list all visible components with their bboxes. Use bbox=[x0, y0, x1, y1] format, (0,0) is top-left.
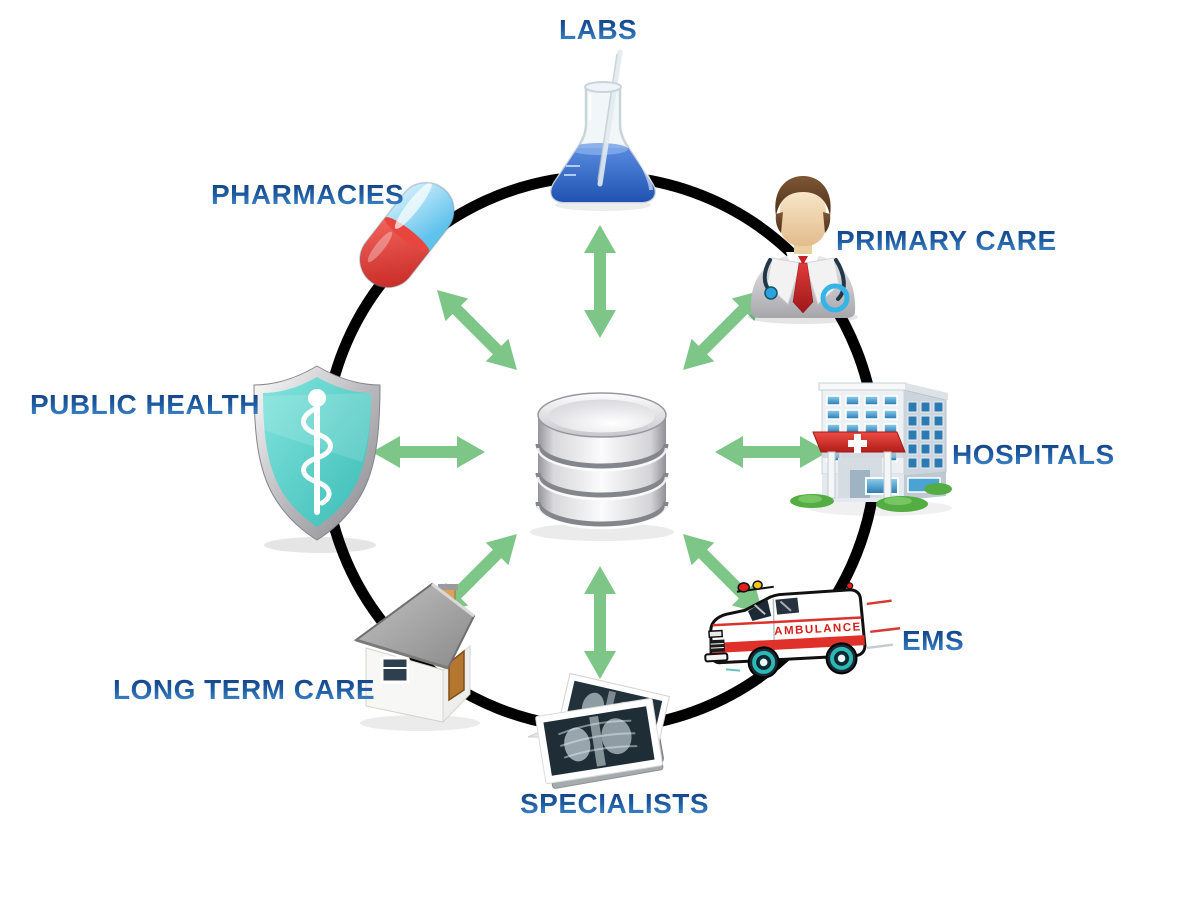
house-icon bbox=[353, 582, 480, 731]
bidirectional-arrow-east bbox=[715, 436, 828, 468]
label-pharmacies: PHARMACIES bbox=[211, 179, 405, 210]
label-labs: LABS bbox=[559, 14, 638, 45]
ambulance-icon: AMBULANCE bbox=[704, 580, 901, 679]
flask-icon bbox=[550, 49, 656, 211]
database-icon bbox=[530, 392, 674, 541]
label-hospitals: HOSPITALS bbox=[952, 439, 1115, 470]
ambulance-text: AMBULANCE bbox=[774, 621, 862, 638]
label-public-health: PUBLIC HEALTH bbox=[30, 389, 260, 420]
bidirectional-arrow-west bbox=[372, 436, 485, 468]
shield-caduceus-icon bbox=[253, 365, 381, 553]
bidirectional-arrow-northwest bbox=[425, 278, 529, 382]
label-ems: EMS bbox=[902, 625, 965, 656]
label-specialists: SPECIALISTS bbox=[520, 788, 710, 819]
xray-films-icon bbox=[527, 672, 671, 789]
label-primary-care: PRIMARY CARE bbox=[836, 225, 1057, 256]
bidirectional-arrow-south bbox=[584, 566, 616, 679]
hospital-building-icon bbox=[790, 382, 952, 516]
doctor-icon bbox=[748, 176, 858, 324]
label-long-term-care: LONG TERM CARE bbox=[113, 674, 376, 705]
pill-capsule-icon bbox=[348, 171, 466, 299]
bidirectional-arrow-north bbox=[584, 225, 616, 338]
